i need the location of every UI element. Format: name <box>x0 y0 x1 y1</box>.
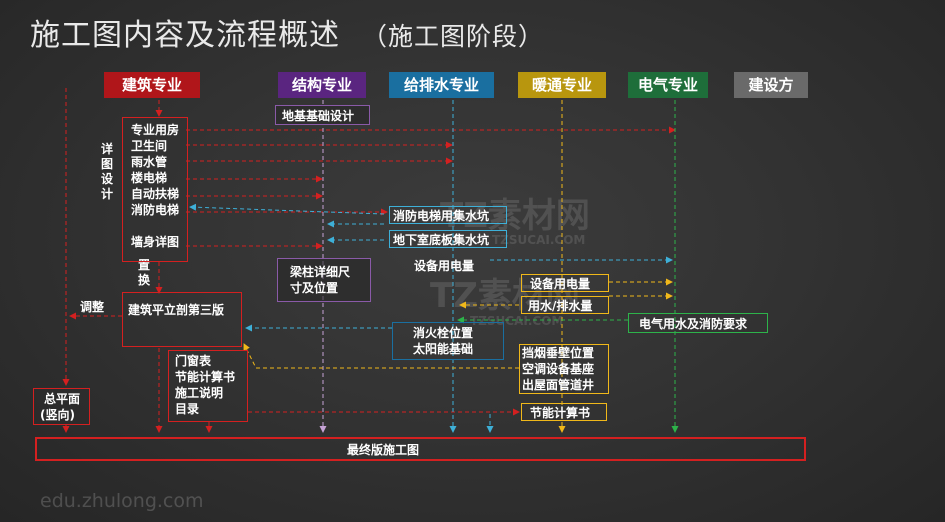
box-arch-plan-v3: 建筑平立剖第三版 <box>122 292 242 347</box>
hvac-item-ac-base: 空调设备基座 <box>522 362 595 376</box>
arch-item-wall-detail: 墙身详图 <box>131 235 180 249</box>
hvac-item-roof-shaft: 出屋面管道井 <box>522 378 595 392</box>
label-detail-design: 详图设计 <box>100 142 113 201</box>
header-hvac: 暖通专业 <box>518 72 606 98</box>
title-sub: （施工图阶段） <box>362 22 545 51</box>
site-plan-line-1: 总平面 <box>44 392 81 406</box>
hydrant-line-2: 太阳能基础 <box>413 342 474 356</box>
site-plan-line-2: (竖向) <box>40 408 75 422</box>
beam-col-line-1: 梁柱详细尺 <box>290 265 351 279</box>
beam-col-line-2: 寸及位置 <box>290 281 339 295</box>
doc-item-index: 目录 <box>175 402 200 416</box>
box-final-drawings: 最终版施工图 <box>35 437 806 461</box>
label-replace: 置换 <box>137 258 150 287</box>
box-water-drain: 用水/排水量 <box>521 296 609 314</box>
watermark-logo-1: TZ素材网 <box>440 196 590 236</box>
header-electrical: 电气专业 <box>628 72 708 98</box>
box-hvac-power: 设备用电量 <box>521 274 609 292</box>
watermark-url-2: TZSUCAI.COM <box>470 314 564 328</box>
doc-item-construction-notes: 施工说明 <box>175 386 224 400</box>
line-smoke <box>243 343 519 369</box>
box-plumbing-power: 设备用电量 <box>414 259 475 273</box>
hydrant-line-1: 消火栓位置 <box>413 326 474 340</box>
page-title: 施工图内容及流程概述 （施工图阶段） <box>30 10 544 54</box>
box-fire-elevator-sump: 消防电梯用集水坑 <box>389 206 507 224</box>
arch-item-stairs: 楼电梯 <box>131 171 168 185</box>
watermark-footer: edu.zhulong.com <box>40 490 204 512</box>
doc-item-energy-calc: 节能计算书 <box>175 370 236 384</box>
box-basement-sump: 地下室底板集水坑 <box>389 230 507 248</box>
arch-item-escalator: 自动扶梯 <box>131 187 180 201</box>
header-architecture: 建筑专业 <box>104 72 200 98</box>
box-hydrant-solar: 消火栓位置 太阳能基础 <box>392 322 504 360</box>
header-structure: 结构专业 <box>278 72 366 98</box>
label-adjust: 调整 <box>80 300 105 314</box>
arch-detail-list: 专业用房 卫生间 雨水管 楼电梯 自动扶梯 消防电梯 墙身详图 <box>122 117 188 262</box>
header-plumbing: 给排水专业 <box>389 72 494 98</box>
box-beam-column-size: 梁柱详细尺 寸及位置 <box>277 258 371 302</box>
arch-item-toilet: 卫生间 <box>131 139 168 153</box>
box-foundation-design: 地基基础设计 <box>275 105 370 125</box>
box-energy-calc: 节能计算书 <box>521 403 607 421</box>
arch-item-rainwater: 雨水管 <box>131 155 168 169</box>
box-site-plan: 总平面 (竖向) <box>33 388 90 425</box>
doc-item-window-schedule: 门窗表 <box>175 354 212 368</box>
box-doc-list: 门窗表 节能计算书 施工说明 目录 <box>168 350 248 422</box>
hvac-item-smoke-wall: 挡烟垂壁位置 <box>522 346 595 360</box>
box-elec-requirements: 电气用水及消防要求 <box>628 313 768 333</box>
header-client: 建设方 <box>734 72 808 98</box>
box-hvac-items: 挡烟垂壁位置 空调设备基座 出屋面管道井 <box>519 344 609 394</box>
arch-item-fire-elevator: 消防电梯 <box>131 203 180 217</box>
arch-item-special-rooms: 专业用房 <box>131 123 180 137</box>
title-main: 施工图内容及流程概述 <box>30 18 340 53</box>
